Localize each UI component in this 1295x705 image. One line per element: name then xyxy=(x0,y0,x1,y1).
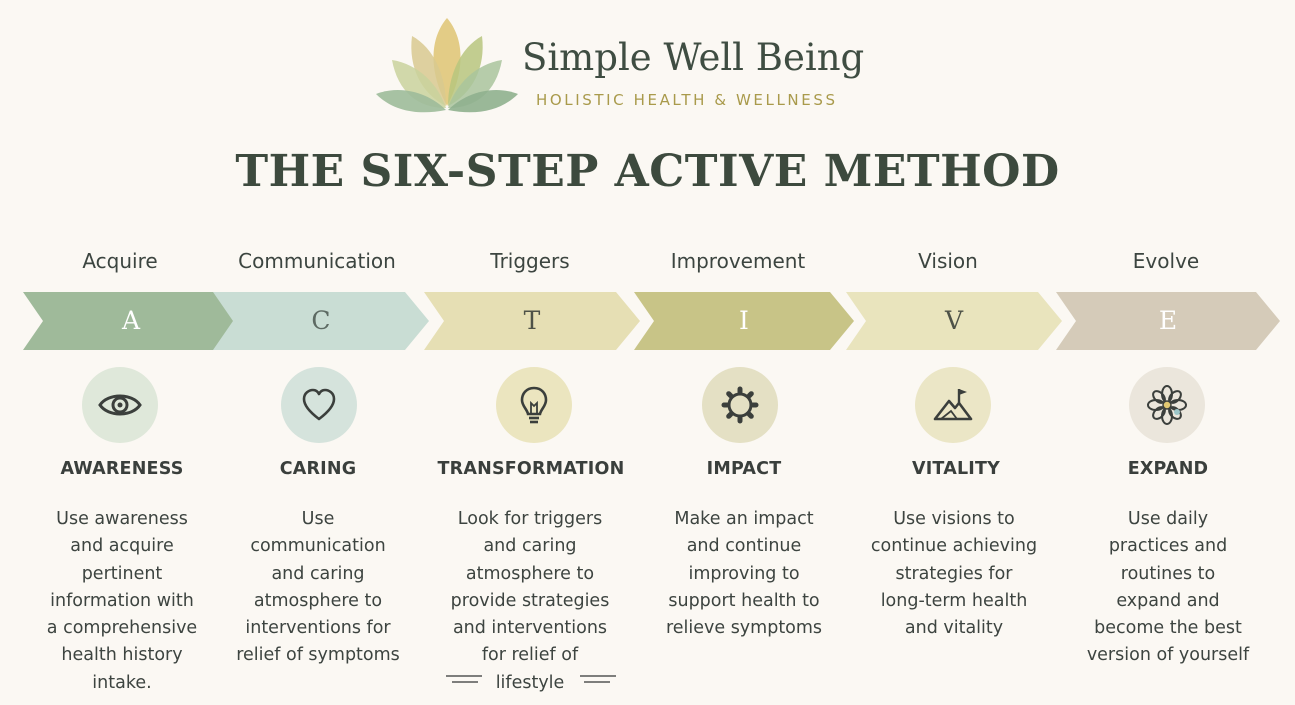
desc-line: continue achieving xyxy=(870,536,1038,557)
desc-line: Use awareness xyxy=(56,509,188,529)
chevron-evolve: E xyxy=(1056,292,1280,350)
desc-line: and interventions xyxy=(452,618,608,639)
step-desc-communication: Use communication and caring atmosphere … xyxy=(216,506,420,670)
desc-line: and vitality xyxy=(904,618,1004,639)
step-word-awareness: AWARENESS xyxy=(60,459,184,479)
icon-circle-vision xyxy=(915,367,991,443)
heart-icon xyxy=(302,388,336,421)
mountain-flag-icon xyxy=(933,389,973,421)
chevron-letter-t: T xyxy=(523,306,541,335)
icon-circle-evolve xyxy=(1129,367,1205,443)
desc-line: communication xyxy=(250,536,386,557)
step-word-transformation: TRANSFORMATION xyxy=(437,459,625,479)
desc-line: atmosphere to xyxy=(465,563,595,584)
step-word-vitality: VITALITY xyxy=(911,459,1001,479)
chevron-letter-a: A xyxy=(121,306,141,335)
desc-line: relieve symptoms xyxy=(665,618,823,639)
icon-circle-improvement xyxy=(702,367,778,443)
step-desc-acquire: Use awareness and acquire pertinent info… xyxy=(20,506,224,697)
desc-line: relief of symptoms xyxy=(236,645,400,666)
step-label-triggers: Triggers xyxy=(490,249,570,273)
desc-line: Use daily xyxy=(1127,509,1209,529)
lotus-logo-icon xyxy=(376,18,518,113)
step-desc-evolve: Use daily practices and routines to expa… xyxy=(1062,506,1274,670)
chevron-acquire: A xyxy=(23,292,239,350)
desc-line: for relief of xyxy=(481,645,579,666)
chevron-letter-v: V xyxy=(944,306,964,335)
chevron-letter-c: C xyxy=(311,306,331,335)
chevron-letter-e: E xyxy=(1158,306,1178,335)
page-title: THE SIX-STEP ACTIVE METHOD xyxy=(235,146,1060,197)
desc-line: and caring xyxy=(483,536,577,557)
desc-line: pertinent xyxy=(81,563,163,584)
gear-icon xyxy=(721,386,759,424)
icon-circle-communication xyxy=(281,367,357,443)
desc-line: and caring xyxy=(271,563,365,584)
desc-line: and acquire xyxy=(70,536,174,557)
icon-circle-acquire xyxy=(82,367,158,443)
step-desc-improvement: Make an impact and continue improving to… xyxy=(642,506,846,642)
desc-line: Use visions to xyxy=(893,509,1015,529)
chevron-letter-i: I xyxy=(739,306,749,335)
chevron-improvement: I xyxy=(634,292,854,350)
chevron-triggers: T xyxy=(424,292,640,350)
desc-line: practices and xyxy=(1108,536,1228,557)
desc-line: interventions for xyxy=(245,618,391,639)
flower-icon xyxy=(1147,385,1187,425)
desc-line: improving to xyxy=(688,563,800,584)
step-word-caring: CARING xyxy=(279,459,357,479)
step-word-impact: IMPACT xyxy=(706,459,782,479)
desc-line: expand and xyxy=(1116,590,1220,611)
desc-line: provide strategies xyxy=(450,590,610,611)
decorative-dash-right xyxy=(580,675,616,683)
brand-name: Simple Well Being xyxy=(522,36,865,79)
chevron-communication: C xyxy=(213,292,429,350)
decorative-dash-left xyxy=(446,675,482,683)
step-desc-triggers: Look for triggers and caring atmosphere … xyxy=(428,506,632,697)
desc-line: and continue xyxy=(686,536,802,557)
desc-line: lifestyle xyxy=(495,672,565,693)
desc-line: version of yourself xyxy=(1086,645,1250,666)
brand-header: Simple Well Being HOLISTIC HEALTH & WELL… xyxy=(372,10,932,120)
step-label-acquire: Acquire xyxy=(82,249,158,273)
step-label-evolve: Evolve xyxy=(1132,249,1200,273)
desc-line: information with xyxy=(50,590,194,611)
eye-icon xyxy=(98,394,142,416)
desc-line: support health to xyxy=(668,590,820,611)
desc-line: atmosphere to xyxy=(253,590,383,611)
desc-line: Look for triggers xyxy=(457,509,603,529)
desc-line: intake. xyxy=(92,672,152,693)
step-label-communication: Communication xyxy=(238,249,396,273)
desc-line: health history xyxy=(61,645,183,666)
step-desc-vision: Use visions to continue achieving strate… xyxy=(852,506,1056,642)
desc-line: Use xyxy=(301,509,335,529)
step-label-improvement: Improvement xyxy=(670,249,806,273)
desc-line: routines to xyxy=(1120,563,1216,584)
desc-line: become the best xyxy=(1094,618,1242,639)
step-word-expand: EXPAND xyxy=(1127,459,1209,479)
chevron-vision: V xyxy=(846,292,1062,350)
brand-tagline: HOLISTIC HEALTH & WELLNESS xyxy=(536,91,838,109)
desc-line: long-term health xyxy=(880,590,1028,611)
desc-line: a comprehensive xyxy=(46,618,198,639)
icon-circle-triggers xyxy=(496,367,572,443)
desc-line: Make an impact xyxy=(674,509,814,529)
desc-line: strategies for xyxy=(895,563,1013,584)
lightbulb-icon xyxy=(520,386,548,424)
step-label-vision: Vision xyxy=(918,249,978,273)
